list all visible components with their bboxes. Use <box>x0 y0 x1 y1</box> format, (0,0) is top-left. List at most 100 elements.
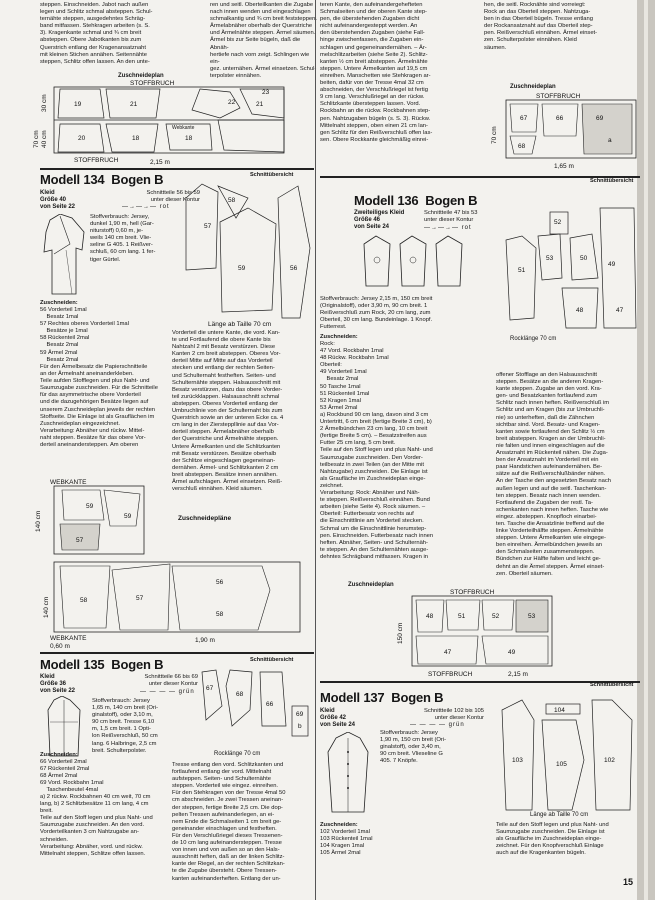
svg-text:66: 66 <box>266 701 274 708</box>
svg-text:47: 47 <box>444 649 452 656</box>
modell-135-number: Modell 135 <box>40 657 105 672</box>
m136-dim-215: 2,15 m <box>508 671 528 678</box>
svg-text:50: 50 <box>580 255 588 262</box>
m136-fashion-figures <box>363 235 463 287</box>
m136-schnittteile: Schnittteile 47 bis 53 unter dieser Kont… <box>424 210 478 224</box>
continuation-text-middle: ren und seitl. Oberteilkanten die Zugabe… <box>210 2 317 79</box>
page-edge-highlight <box>644 0 648 900</box>
m134-laenge: Länge ab Taille 70 cm <box>208 321 271 328</box>
schnittuebersicht-137: Schnittübersicht <box>590 682 634 688</box>
m135-kleid-info: Kleid Größe 36 von Seite 22 <box>40 674 76 694</box>
modell-136-number: Modell 136 <box>354 193 419 208</box>
m134-webkante-top: WEBKANTE <box>50 479 87 486</box>
divider-m137 <box>320 681 640 683</box>
m137-laenge: Länge ab Taille 70 cm <box>530 812 589 818</box>
m134-zuschneiden-heading: Zuschneiden: <box>40 300 78 306</box>
modell-136-title: Modell 136 Bogen B <box>354 193 478 208</box>
modell-134-title: Modell 134 Bogen B <box>40 172 164 187</box>
m135-pattern-overview: 67 68 66 69 b <box>201 669 309 737</box>
piece-68: 68 <box>518 143 526 150</box>
m137-zuschneiden-list: 102 Vorderteil 1mal 103 Rückenteil 1mal … <box>320 829 373 857</box>
m135-cont-text: Tresse entlang den vord. Schlitzkanten u… <box>172 762 286 882</box>
svg-text:49: 49 <box>508 649 516 656</box>
svg-text:48: 48 <box>426 613 434 620</box>
svg-text:58: 58 <box>228 197 236 204</box>
m136-zuschneiden-list: Rock: 47 Vord. Rockbahn 1mal 48 Rückw. R… <box>320 341 389 411</box>
svg-text:69: 69 <box>296 711 304 718</box>
m134-stoffverbrauch: Stoffverbrauch: Jersey, dunkel 1,90 m, h… <box>90 214 156 263</box>
m135-zuschneiden-list: 66 Vorderteil 2mal 67 Rückenteil 2mal 68… <box>40 759 104 794</box>
m135-fashion-figure <box>47 696 81 757</box>
svg-text:57: 57 <box>136 595 144 602</box>
svg-text:57: 57 <box>76 537 84 544</box>
piece-21b: 21 <box>256 101 264 108</box>
m134-fashion-figure <box>43 214 85 295</box>
m134-cont-text: Vorderteil die untere Kante, die vord. K… <box>172 330 284 493</box>
m134-arrow-label: rot <box>159 204 170 210</box>
piece-20: 20 <box>78 135 86 142</box>
svg-text:53: 53 <box>528 613 536 620</box>
m137-stoffverbrauch: Stoffverbrauch: Jersey 1,90 m, 150 cm br… <box>380 730 447 765</box>
piece-22: 22 <box>228 99 236 106</box>
m135-zuschneiden-heading: Zuschneiden: <box>40 752 78 758</box>
m136-stoffverbrauch: Stoffverbrauch: Jersey 2,15 m, 150 cm br… <box>320 296 433 331</box>
m136-zuschneideplan-heading: Zuschneideplan <box>348 582 394 588</box>
svg-text:59: 59 <box>124 513 132 520</box>
m134-dim-060: 0,60 m <box>50 643 70 650</box>
m136-stoffbruch-bottom: STOFFBRUCH <box>428 671 473 678</box>
svg-text:51: 51 <box>458 613 466 620</box>
m136-cont-text: offener Stofflage an den Halsausschnitt … <box>496 372 611 577</box>
m136-arrow-label: rot <box>461 225 472 231</box>
svg-text:59: 59 <box>86 503 94 510</box>
svg-text:104: 104 <box>554 707 565 714</box>
piece-67: 67 <box>520 115 528 122</box>
m137-fashion-figure <box>327 732 369 813</box>
svg-text:68: 68 <box>236 691 244 698</box>
svg-text:b: b <box>298 723 302 730</box>
m134-dim-140a: 140 cm <box>35 511 42 532</box>
dim-30cm: 30 cm <box>41 94 48 112</box>
modell-137-bogen: Bogen B <box>391 690 444 705</box>
svg-text:51: 51 <box>518 267 526 274</box>
stoffbruch-label-right: STOFFBRUCH <box>536 93 581 100</box>
webkante-label-small: Webkante <box>172 125 195 131</box>
m135-stoffverbrauch: Stoffverbrauch: Jersey 1,65 m, 140 cm br… <box>92 698 159 754</box>
m136-arrow: —→—→— rot <box>424 225 472 231</box>
svg-text:48: 48 <box>576 307 584 314</box>
m136-cutting-plan: STOFFBRUCH 48 51 52 53 47 49 150 cm STOF… <box>397 589 553 678</box>
column-divider <box>315 0 316 900</box>
cutting-plan-heading-top-right: Zuschneideplan <box>510 84 556 90</box>
piece-69: 69 <box>596 115 604 122</box>
modell-134-number: Modell 134 <box>40 172 105 187</box>
dim-70cm-right: 70 cm <box>491 126 498 144</box>
cutting-plan-heading-top: Zuschneideplan <box>118 73 164 79</box>
schnittuebersicht-134: Schnittübersicht <box>250 172 294 178</box>
svg-text:102: 102 <box>604 757 615 764</box>
m134-webkante-bottom: WEBKANTE <box>50 635 87 642</box>
m134-dim-140b: 140 cm <box>43 597 50 618</box>
divider-m134 <box>40 168 314 170</box>
m137-text: Teile auf den Stoff legen und plus Naht-… <box>496 822 609 857</box>
m136-stoffbruch-label: STOFFBRUCH <box>450 589 495 596</box>
piece-19: 19 <box>74 101 82 108</box>
svg-text:67: 67 <box>206 685 214 692</box>
m137-pattern-overview: 103 104 105 102 <box>501 699 633 811</box>
divider-m136 <box>320 176 640 178</box>
m134-zuschneiden-list: 56 Vorderteil 1mal Besatz 1mal 57 Rechte… <box>40 307 129 363</box>
modell-135-bogen: Bogen B <box>111 657 164 672</box>
piece-21a: 21 <box>130 101 138 108</box>
m134-schnittteile: Schnittteile 56 bis 59 unter dieser Kont… <box>146 190 201 204</box>
m134-zuschneideplaene: Zuschneidepläne <box>178 515 231 522</box>
continuation-text-right: teren Kante, den aufeinandergehefteten S… <box>320 2 433 143</box>
m134-kleid-info: Kleid Größe 40 von Seite 22 <box>40 190 76 210</box>
divider-m135 <box>40 652 314 654</box>
svg-text:47: 47 <box>616 307 624 314</box>
stoffbruch-bottom-label: STOFFBRUCH <box>74 157 119 164</box>
modell-134-bogen: Bogen B <box>111 172 164 187</box>
dim-70cm: 70 cm <box>33 130 40 148</box>
schnittuebersicht-135: Schnittübersicht <box>250 657 294 663</box>
svg-text:103: 103 <box>512 757 523 764</box>
m137-kleid-info: Kleid Größe 42 von Seite 24 <box>320 708 356 728</box>
m137-arrow: — — — — grün <box>410 722 465 728</box>
